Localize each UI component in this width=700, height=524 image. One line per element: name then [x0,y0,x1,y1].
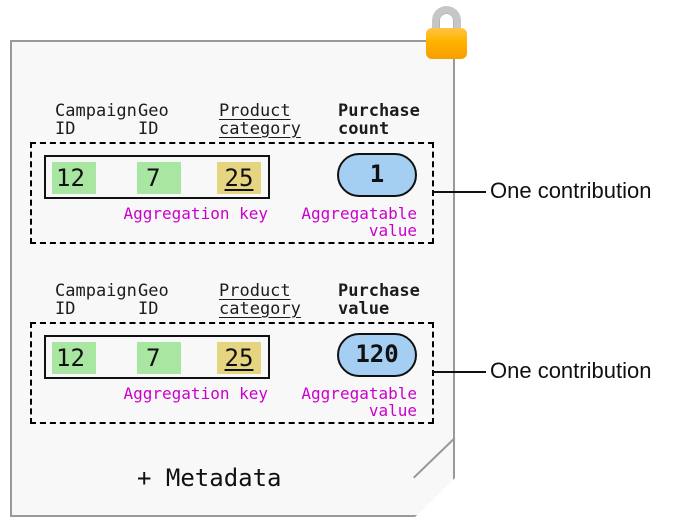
aggregatable-value-pill: 1 [337,153,417,197]
column-header-product-category: Product category [219,281,301,319]
lock-body [426,28,467,59]
column-header-geo-id: Geo ID [138,101,169,139]
key-cell-campaign-id: 12 [52,342,96,374]
contribution-section-value: Campaign ID Geo ID Product category Purc… [0,280,700,450]
aggregation-key-label: Aggregation key [123,384,269,403]
aggregatable-value-pill: 120 [337,333,417,377]
column-header-campaign-id: Campaign ID [55,101,137,139]
aggregatable-value-label: Aggregatable value [301,204,417,240]
one-contribution-label: One contribution [490,178,652,203]
key-cell-geo-id: 7 [137,342,181,374]
key-cell-product-category: 25 [217,162,261,194]
column-header-product-category: Product category [219,101,301,139]
aggregation-key-box: 12 7 25 [44,335,270,379]
report-card [10,40,455,517]
lock-shackle [432,6,461,33]
metadata-label: + Metadata [137,464,282,492]
key-cell-campaign-id: 12 [52,162,96,194]
aggregatable-value-label: Aggregatable value [301,384,417,420]
column-header-geo-id: Geo ID [138,281,169,319]
key-cell-product-category: 25 [217,342,261,374]
column-header-campaign-id: Campaign ID [55,281,137,319]
column-header-purchase-count: Purchase count [338,101,420,139]
one-contribution-label: One contribution [490,358,652,383]
contribution-box: 12 7 25 Aggregation key 1 Aggregatable v… [30,142,434,244]
contribution-box: 12 7 25 Aggregation key 120 Aggregatable… [30,322,434,424]
annotation-connector-line [433,191,486,193]
annotation-connector-line [433,371,486,373]
contribution-section-count: Campaign ID Geo ID Product category Purc… [0,100,700,270]
column-header-purchase-value: Purchase value [338,281,420,319]
aggregation-key-box: 12 7 25 [44,155,270,199]
key-cell-geo-id: 7 [137,162,181,194]
aggregation-key-label: Aggregation key [123,204,269,223]
